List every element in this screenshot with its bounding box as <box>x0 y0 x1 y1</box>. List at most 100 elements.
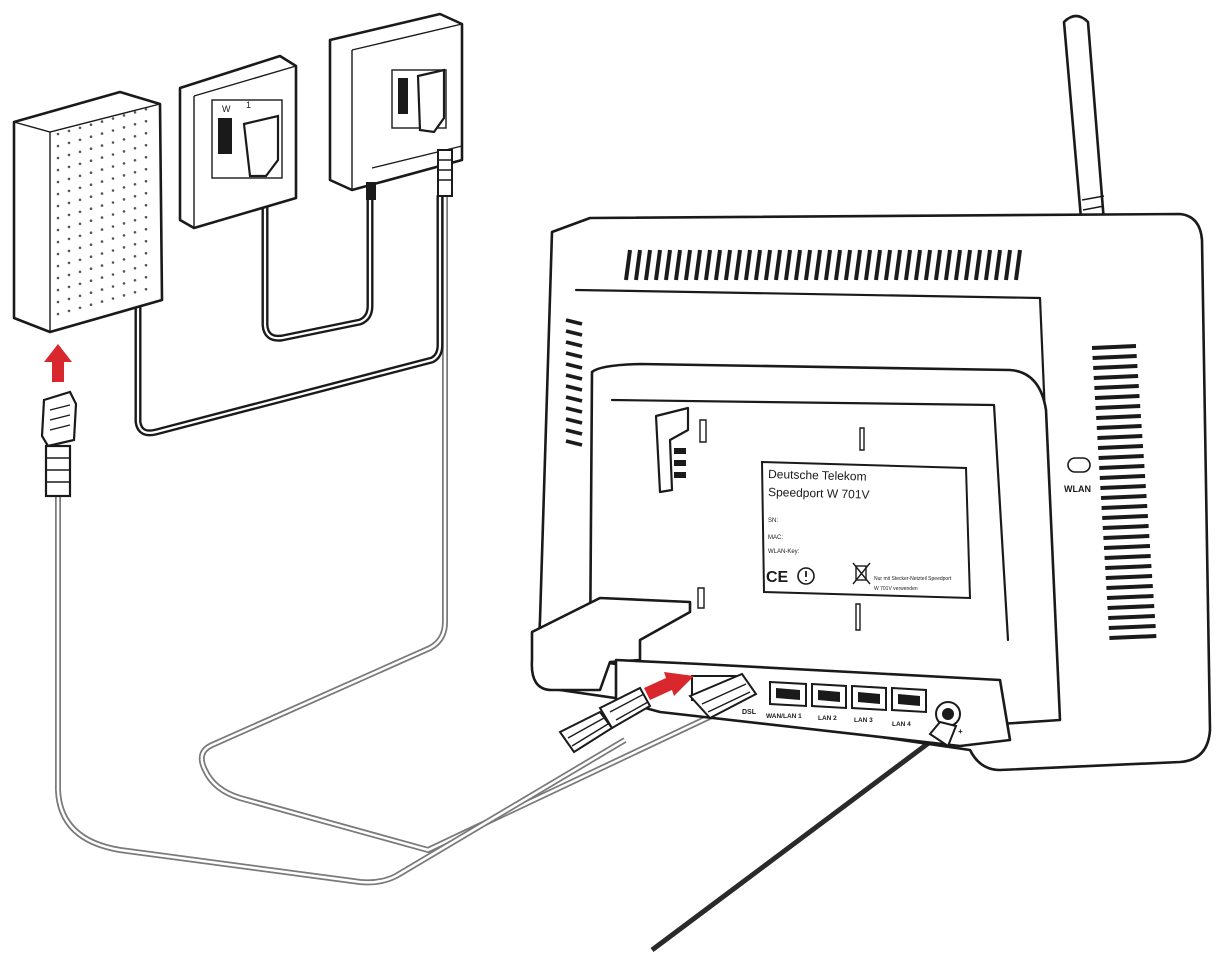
vent-dot <box>100 228 104 231</box>
vent-slot <box>1108 624 1156 630</box>
vent-slot <box>784 249 792 281</box>
vent-dot <box>78 222 82 226</box>
vent-slot <box>1093 374 1139 380</box>
vent-dot <box>67 153 71 157</box>
vent-dot <box>78 306 82 310</box>
vent-dot <box>67 273 71 277</box>
vent-slot <box>565 428 583 436</box>
vent-slot <box>1096 424 1142 430</box>
vent-dot <box>56 252 60 256</box>
vent-dot <box>122 234 126 237</box>
vent-dot <box>100 288 104 291</box>
vent-dot <box>89 183 93 186</box>
vent-dot <box>133 207 137 210</box>
vent-dot <box>100 180 104 183</box>
vent-slot <box>724 249 732 281</box>
vent-dot <box>122 114 126 117</box>
vent-slot <box>774 249 782 281</box>
vent-dot <box>111 153 115 156</box>
vent-dot <box>111 165 115 168</box>
router: Deutsche Telekom Speedport W 701V SN: MA… <box>530 14 1212 772</box>
lan-port-2-label: LAN 2 <box>818 715 837 722</box>
vent-dot <box>56 276 60 280</box>
arrow-right-icon <box>644 672 694 700</box>
router-notice-line1: Nur mit Stecker-Netzteil Speedport <box>874 576 952 582</box>
vent-dot <box>78 210 82 214</box>
vent-slot <box>1091 344 1137 350</box>
vent-slot <box>824 249 832 281</box>
vent-slot <box>565 439 583 447</box>
vent-slot <box>754 249 762 281</box>
vent-slot <box>1103 544 1151 550</box>
vent-slot <box>734 249 742 281</box>
vent-slot <box>1101 504 1148 510</box>
vent-dot <box>133 147 137 150</box>
vent-dot <box>111 225 115 228</box>
vent-slot <box>874 249 882 281</box>
vent-dot <box>67 213 71 217</box>
vent-dot <box>89 291 93 295</box>
vent-dot <box>89 171 93 174</box>
vent-dot <box>100 264 104 267</box>
router-brand: Deutsche Telekom <box>768 467 867 484</box>
vent-dot <box>111 141 115 144</box>
vent-slot <box>964 249 972 281</box>
vent-slot <box>1096 414 1141 420</box>
vent-slot <box>1105 564 1152 570</box>
vent-dot <box>100 144 104 147</box>
vent-dot <box>111 261 115 264</box>
vent-dot <box>56 192 60 196</box>
vent-dot <box>111 117 115 120</box>
vent-dot <box>67 165 71 169</box>
vent-slot <box>1097 434 1143 440</box>
vent-dot <box>100 276 104 279</box>
vent-dot <box>67 309 71 313</box>
cable-splitter-to-router-dsl <box>198 195 722 853</box>
vent-dot <box>100 252 104 255</box>
vent-slot <box>1094 394 1140 400</box>
vent-slot <box>1100 484 1146 490</box>
vent-dot <box>78 270 82 274</box>
vent-dot <box>144 167 148 171</box>
vent-dot <box>56 288 60 292</box>
vent-dot <box>78 294 82 298</box>
vent-dot <box>67 189 71 193</box>
vent-slot <box>565 384 583 392</box>
vent-dot <box>133 111 137 114</box>
vent-dot <box>100 168 104 171</box>
vent-dot <box>100 300 104 303</box>
vent-dot <box>144 155 148 159</box>
svg-text:CE: CE <box>766 569 789 586</box>
arrow-up-icon <box>44 344 72 382</box>
vent-slot <box>1109 634 1157 640</box>
vent-dot <box>122 246 126 249</box>
vent-slot <box>565 329 583 337</box>
vent-dot <box>89 123 93 126</box>
vent-dot <box>56 216 60 220</box>
vent-dot <box>78 246 82 250</box>
vent-dot <box>56 228 60 232</box>
vent-dot <box>133 135 137 138</box>
cable-ntbba-to-router-lan <box>55 495 627 886</box>
vent-dot <box>133 195 137 198</box>
vent-dot <box>78 126 82 130</box>
vent-dot <box>100 240 104 243</box>
vent-slot <box>1108 614 1155 620</box>
cable-ntbba-to-splitter <box>134 195 444 437</box>
vent-slot <box>904 249 912 281</box>
vent-slot <box>1004 249 1012 281</box>
vent-dot <box>133 267 137 270</box>
vent-dot <box>78 186 82 190</box>
vent-slot <box>654 249 662 281</box>
dsl-cable-plug <box>688 672 758 720</box>
vent-dot <box>100 204 104 207</box>
vent-slot <box>1106 584 1153 590</box>
lan-port-4: LAN 4 <box>891 686 927 728</box>
vent-dot <box>67 225 71 229</box>
splitter-plug-left <box>366 182 376 200</box>
left-vent-slots <box>565 318 583 447</box>
router-model: Speedport W 701V <box>768 485 870 502</box>
vent-slot <box>844 249 852 281</box>
vent-dot <box>78 282 82 286</box>
